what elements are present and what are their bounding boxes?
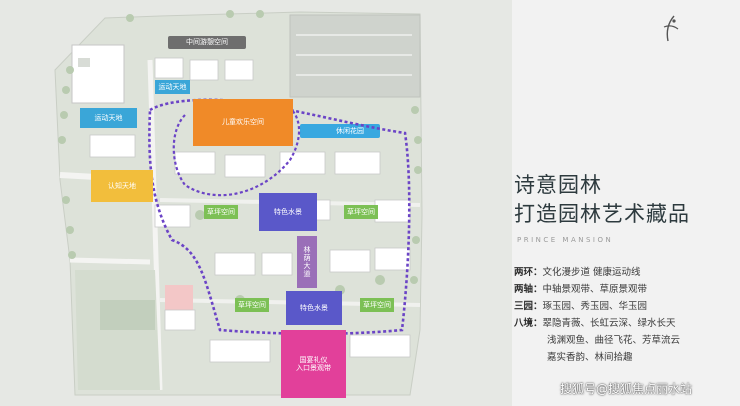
feature-value: 浅渊观鱼、曲径飞花、芳草流云 <box>547 335 681 346</box>
zone-lawn-2: 草坪空间 <box>344 205 378 219</box>
brand-logo-icon <box>663 15 679 42</box>
zone-sports-left: 运动天地 <box>80 108 137 128</box>
site-plan-drawing <box>54 10 423 396</box>
zone-children: 儿童欢乐空间 <box>193 99 293 146</box>
zone-avenue: 林荫大道 <box>297 236 317 288</box>
feature-row: 浅渊观鱼、曲径飞花、芳草流云 <box>514 332 680 349</box>
headline-line-1: 诗意园林 <box>514 173 602 197</box>
feature-key: 八境： <box>514 318 543 329</box>
feature-value: 翠隐青薇、长虹云深、绿水长天 <box>542 318 676 329</box>
headline: 诗意园林 打造园林艺术藏品 <box>514 171 690 229</box>
feature-list: 两环：文化漫步道 健康运动线 两轴：中轴景观带、草原景观带 三园：琢玉园、秀玉园… <box>514 264 680 366</box>
brand-subline: PRINCE MANSION <box>517 236 614 244</box>
zone-entrance: 国宴礼仪 入口景观带 <box>281 330 346 398</box>
feature-value: 嘉实香韵、林间拾趣 <box>547 352 633 363</box>
zone-lawn-4: 草坪空间 <box>360 298 394 312</box>
zone-lawn-3: 草坪空间 <box>235 298 269 312</box>
zone-water-2: 特色水景 <box>286 291 342 325</box>
feature-value: 琢玉园、秀玉园、华玉园 <box>542 301 648 312</box>
feature-value: 中轴景观带、草原景观带 <box>542 284 648 295</box>
feature-row: 两环：文化漫步道 健康运动线 <box>514 264 680 281</box>
zone-water-1: 特色水景 <box>259 193 317 231</box>
feature-row: 两轴：中轴景观带、草原景观带 <box>514 281 680 298</box>
feature-key: 三园： <box>514 301 543 312</box>
site-plan-map: 中间游憩空间 运动天地 运动天地 儿童欢乐空间 休闲花园 认知天地 草坪空间 草… <box>0 0 512 406</box>
feature-row: 三园：琢玉园、秀玉园、华玉园 <box>514 298 680 315</box>
headline-line-2: 打造园林艺术藏品 <box>514 202 690 226</box>
zone-top-garden: 中间游憩空间 <box>168 36 246 49</box>
watermark: 搜狐号@搜狐焦点丽水站 <box>560 382 693 396</box>
feature-key: 两环： <box>514 267 543 278</box>
feature-key: 两轴： <box>514 284 543 295</box>
info-panel <box>512 0 740 406</box>
zone-cognition: 认知天地 <box>91 170 153 202</box>
zone-recreation: 休闲花园 <box>336 126 364 135</box>
feature-row: 嘉实香韵、林间拾趣 <box>514 349 680 366</box>
feature-row: 八境：翠隐青薇、长虹云深、绿水长天 <box>514 315 680 332</box>
feature-value: 文化漫步道 健康运动线 <box>542 267 641 278</box>
zone-sports-top: 运动天地 <box>155 80 190 94</box>
zone-lawn-1: 草坪空间 <box>204 205 238 219</box>
